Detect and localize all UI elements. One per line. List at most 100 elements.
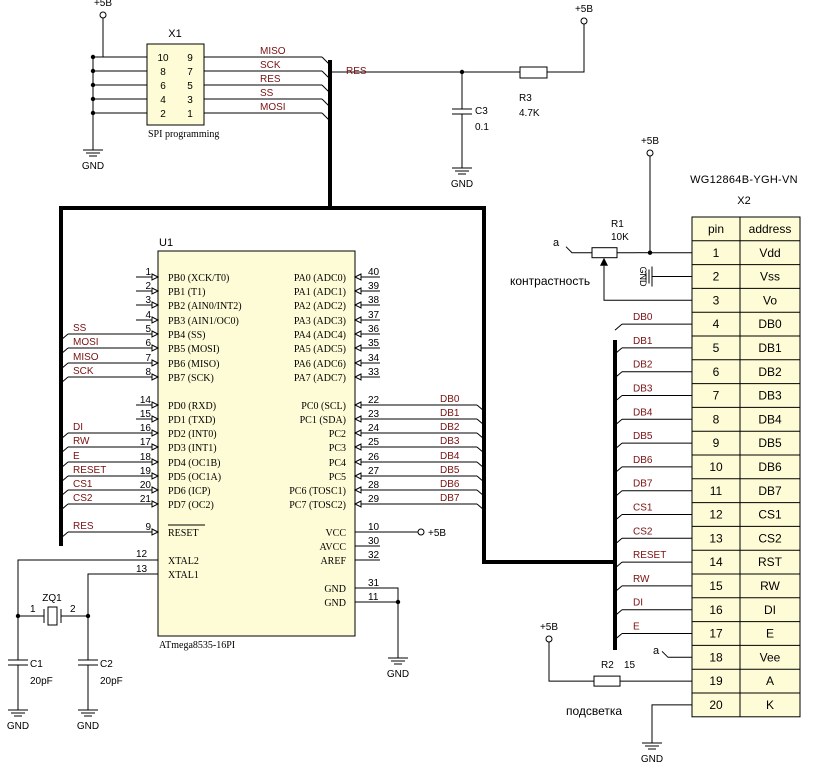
lcd-signal-label: DB0 (633, 312, 653, 323)
u1-pin-name: PA3 (ADC3) (294, 316, 346, 327)
wires (17, 18, 692, 733)
wire (380, 587, 399, 603)
lcd-signal-label: DB2 (633, 360, 653, 371)
u1-pin-number: 13 (136, 564, 148, 575)
lcd-signal-label: DI (633, 598, 643, 609)
x1-pin-right: 7 (187, 67, 193, 78)
x2-part: WG12864B-YGH-VN (690, 174, 798, 186)
u1-chip-body (157, 250, 356, 637)
c3-ground: GND (451, 179, 473, 190)
u1-pin-arrow (353, 273, 362, 281)
u1-pin-number: 20 (140, 480, 152, 491)
r1-power: +5B (641, 136, 659, 147)
u1-pin-arrow (151, 273, 160, 281)
k-ground: GND (641, 754, 663, 765)
x2-pin-address: Vee (760, 650, 781, 664)
x2-pin-address: A (766, 674, 774, 688)
junction-dot (647, 250, 653, 255)
x2-pin-address: CS1 (758, 508, 782, 522)
u1-pin-arrow (151, 443, 160, 451)
x2-pin-number: 12 (709, 508, 723, 522)
u1-signal-label: DB1 (440, 408, 460, 419)
junction-dot (395, 599, 401, 605)
lcd-signal-label: CS2 (633, 526, 653, 537)
u1-signal-label: SCK (73, 366, 94, 377)
u1-pin-name: GND (324, 598, 346, 609)
u1-pin-number: 37 (368, 310, 380, 321)
u1-pin-number: 9 (145, 522, 151, 533)
x2-pin-number: 2 (713, 270, 720, 284)
junction-dot (90, 68, 96, 74)
x1-connector-body (146, 43, 205, 126)
x2-pin-number: 13 (709, 531, 723, 545)
junction-dot (15, 613, 21, 619)
u1-pin-arrow (151, 344, 160, 352)
u1-pin-number: 38 (368, 295, 380, 306)
x2-pin-address: Vdd (759, 246, 780, 260)
u1-pin-name: PA4 (ADC4) (294, 330, 346, 341)
c3-ref: C3 (475, 106, 488, 117)
u1-pin-name: PB7 (SCK) (168, 373, 214, 384)
x2-pin-number: 15 (709, 579, 723, 593)
junction-dot (90, 54, 96, 60)
x2-pin-address: DB1 (758, 341, 782, 355)
u1-pin-number: 12 (136, 549, 148, 560)
u1-pin-name: AREF (320, 556, 346, 567)
u1-pin-name: PC1 (SDA) (300, 415, 346, 426)
x1-pin-left: 4 (160, 95, 166, 106)
u1-pin-number: 25 (368, 437, 380, 448)
u1-pin-number: 21 (140, 494, 152, 505)
u1-pin-name: VCC (325, 528, 346, 539)
u1-pin-number: 23 (368, 409, 380, 420)
u1-pin-arrow (151, 287, 160, 295)
u1-pin-arrow (353, 316, 362, 324)
x2-pin-number: 19 (709, 674, 723, 688)
u1-pin-arrow (353, 472, 362, 480)
u1-signal-label: SS (73, 323, 87, 334)
u1-signal-label: MOSI (73, 337, 99, 348)
x1-pin-right: 9 (187, 53, 193, 64)
u1-pin-arrow (151, 415, 160, 423)
u1-pin-name: PD1 (TXD) (168, 415, 216, 426)
u1-pin-arrow (151, 330, 160, 338)
u1-pin-name: AVCC (320, 542, 347, 553)
zq1-pin-number: 1 (30, 604, 36, 615)
u1-signal-label: RESET (73, 465, 106, 476)
u1-pin-arrow (151, 472, 160, 480)
u1-pin-name: PD2 (INT0) (168, 429, 217, 440)
x2-pin-number: 5 (713, 341, 720, 355)
x1-pin-left: 2 (160, 109, 166, 120)
u1-pin-arrow (353, 287, 362, 295)
u1-signal-label: DB4 (440, 451, 460, 462)
u1-pin-name: PB1 (T1) (168, 287, 206, 298)
u1-signal-label: CS2 (73, 493, 93, 504)
vee-wire (661, 650, 692, 658)
u1-pin-number: 40 (368, 267, 380, 278)
u1-pin-arrow (151, 500, 160, 508)
lcd-signal-label: E (633, 622, 640, 633)
u1-pin-arrow (353, 344, 362, 352)
x2-pin-number: 8 (713, 412, 720, 426)
x2-pin-number: 4 (713, 317, 720, 331)
r1-resistor (591, 247, 618, 259)
u1-signal-label: DB6 (440, 479, 460, 490)
x1-power: +5B (94, 0, 112, 9)
x1-signal-label: RES (260, 74, 281, 85)
r3-power: +5B (575, 4, 593, 15)
u1-pin-name: XTAL2 (168, 556, 199, 567)
u1-pin-number: 14 (140, 395, 152, 406)
r1-ref: R1 (611, 219, 624, 230)
lcd-signal-label: DB7 (633, 479, 653, 490)
u1-pin-number: 27 (368, 466, 380, 477)
r3-ref: R3 (519, 93, 532, 104)
u1-signal-label: DB2 (440, 422, 460, 433)
lcd-signal-label: DB3 (633, 384, 653, 395)
r3-resistor (519, 66, 548, 79)
u1-pin-name: PD5 (OC1A) (168, 472, 221, 483)
x2-pin-number: 14 (709, 555, 723, 569)
lcd-signal-label: DB4 (633, 407, 653, 418)
u1-signal-label: CS1 (73, 479, 93, 490)
u1-signal-label: RW (73, 436, 90, 447)
u1-signal-label: DB0 (440, 394, 460, 405)
